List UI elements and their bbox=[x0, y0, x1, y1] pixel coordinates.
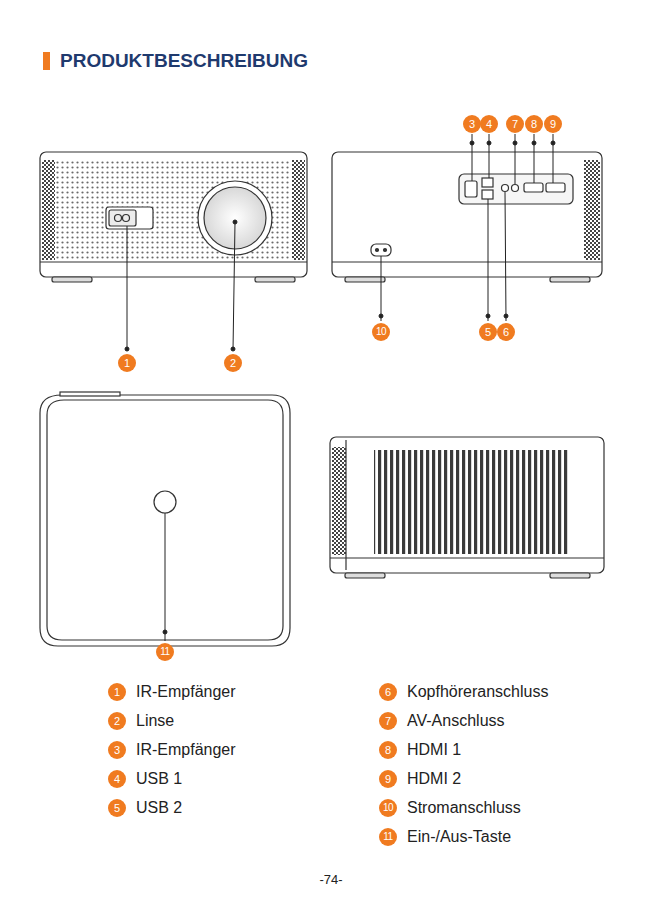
part-name: IR-Empfänger bbox=[136, 682, 236, 702]
callout-number: 7 bbox=[506, 115, 524, 133]
callout-number: 10 bbox=[372, 323, 390, 341]
callout-number: 2 bbox=[108, 712, 126, 730]
part-name: HDMI 2 bbox=[407, 769, 461, 789]
part-name: HDMI 1 bbox=[407, 740, 461, 760]
callout-number: 4 bbox=[480, 115, 498, 133]
callout-number: 11 bbox=[379, 828, 397, 846]
callout-number: 10 bbox=[379, 799, 397, 817]
callout-number: 6 bbox=[497, 323, 515, 341]
part-name: IR-Empfänger bbox=[136, 740, 236, 760]
callout-number: 3 bbox=[463, 115, 481, 133]
callout-number: 4 bbox=[108, 770, 126, 788]
callout-number: 3 bbox=[108, 741, 126, 759]
callout-number: 2 bbox=[224, 354, 242, 372]
part-name: USB 1 bbox=[136, 769, 182, 789]
callout-number: 8 bbox=[525, 115, 543, 133]
callout-number: 1 bbox=[118, 354, 136, 372]
callout-number: 6 bbox=[379, 683, 397, 701]
callout-number: 9 bbox=[379, 770, 397, 788]
part-name: Linse bbox=[136, 711, 174, 731]
callout-number: 5 bbox=[479, 323, 497, 341]
part-name: Stromanschluss bbox=[407, 798, 521, 818]
page-number: -74- bbox=[319, 872, 342, 888]
part-name: Kopfhöreranschluss bbox=[407, 682, 548, 702]
page-title: PRODUKTBESCHREIBUNG bbox=[60, 50, 308, 72]
part-name: Ein-/Aus-Taste bbox=[407, 827, 511, 847]
callout-number: 11 bbox=[156, 643, 174, 661]
part-name: AV-Anschluss bbox=[407, 711, 505, 731]
part-name: USB 2 bbox=[136, 798, 182, 818]
callout-number: 1 bbox=[108, 683, 126, 701]
callout-number: 7 bbox=[379, 712, 397, 730]
callout-number: 8 bbox=[379, 741, 397, 759]
callout-number: 5 bbox=[108, 799, 126, 817]
callout-number: 9 bbox=[544, 115, 562, 133]
